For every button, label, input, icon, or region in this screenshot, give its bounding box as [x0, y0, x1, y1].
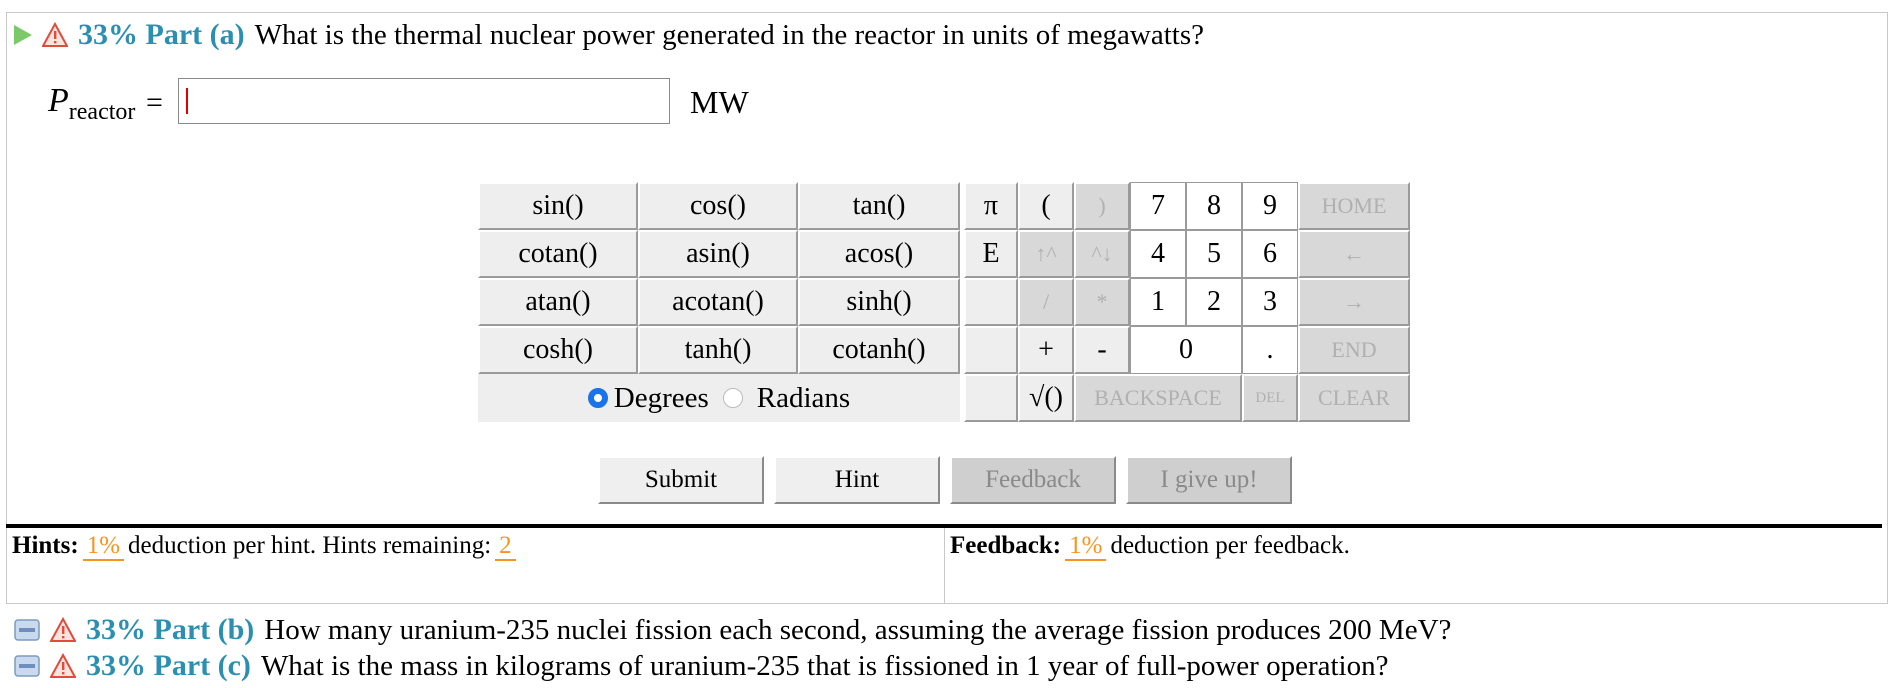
hints-info: Hints:1%deduction per hint. Hints remain…: [12, 532, 520, 561]
hint-deduction: 1%: [82, 532, 125, 561]
part-a-question: What is the thermal nuclear power genera…: [254, 18, 1204, 51]
key-4[interactable]: 4: [1130, 230, 1186, 278]
give-up-button[interactable]: I give up!: [1126, 456, 1292, 504]
key-up-arrow[interactable]: ↑^: [1018, 230, 1074, 278]
equals-sign: =: [146, 86, 163, 119]
key-blank-1: [964, 278, 1018, 326]
feedback-button[interactable]: Feedback: [950, 456, 1116, 504]
hints-remaining: 2: [495, 532, 516, 561]
key-minus[interactable]: -: [1074, 326, 1130, 374]
key-e[interactable]: E: [964, 230, 1018, 278]
answer-input[interactable]: [178, 78, 670, 124]
part-a-panel: [6, 12, 1888, 604]
feedback-info: Feedback:1%deduction per feedback.: [950, 532, 1350, 561]
key-cotanh[interactable]: cotanh(): [798, 326, 960, 374]
key-plus[interactable]: +: [1018, 326, 1074, 374]
collapsed-part-icon[interactable]: [14, 617, 40, 643]
part-b-question: How many uranium-235 nuclei fission each…: [264, 613, 1452, 646]
key-0[interactable]: 0: [1130, 326, 1242, 374]
degrees-radio[interactable]: [587, 388, 608, 408]
play-icon[interactable]: [14, 25, 32, 45]
key-sinh[interactable]: sinh(): [798, 278, 960, 326]
warning-icon: [42, 22, 68, 47]
key-down-arrow[interactable]: ^↓: [1074, 230, 1130, 278]
collapsed-part-icon[interactable]: [14, 653, 40, 679]
warning-icon: [50, 617, 76, 642]
key-8[interactable]: 8: [1186, 182, 1242, 230]
answer-unit: MW: [690, 84, 749, 120]
part-c-question: What is the mass in kilograms of uranium…: [260, 649, 1389, 682]
warning-icon: [50, 653, 76, 678]
key-cos[interactable]: cos(): [638, 182, 798, 230]
key-del[interactable]: DEL: [1242, 374, 1298, 422]
key-tanh[interactable]: tanh(): [638, 326, 798, 374]
key-cotan[interactable]: cotan(): [478, 230, 638, 278]
degrees-label: Degrees: [613, 381, 709, 414]
part-a-header[interactable]: 33% Part (a) What is the thermal nuclear…: [14, 18, 1204, 52]
part-a-percent: 33% Part (a): [78, 18, 245, 51]
key-left-arrow[interactable]: ←: [1298, 230, 1410, 278]
answer-symbol: Preactor: [48, 82, 136, 125]
key-multiply[interactable]: *: [1074, 278, 1130, 326]
key-atan[interactable]: atan(): [478, 278, 638, 326]
part-b-header[interactable]: 33% Part (b) How many uranium-235 nuclei…: [14, 613, 1451, 647]
key-acos[interactable]: acos(): [798, 230, 960, 278]
key-divide[interactable]: /: [1018, 278, 1074, 326]
key-9[interactable]: 9: [1242, 182, 1298, 230]
hint-feedback-divider: [944, 528, 945, 604]
key-end[interactable]: END: [1298, 326, 1410, 374]
key-asin[interactable]: asin(): [638, 230, 798, 278]
key-acotan[interactable]: acotan(): [638, 278, 798, 326]
part-b-percent: 33% Part (b): [86, 613, 255, 646]
key-tan[interactable]: tan(): [798, 182, 960, 230]
key-blank-3: [964, 374, 1018, 422]
key-sin[interactable]: sin(): [478, 182, 638, 230]
angle-mode-group: Degrees Radians: [478, 374, 960, 422]
key-1[interactable]: 1: [1130, 278, 1186, 326]
feedback-deduction: 1%: [1065, 532, 1107, 561]
key-3[interactable]: 3: [1242, 278, 1298, 326]
key-6[interactable]: 6: [1242, 230, 1298, 278]
key-clear[interactable]: CLEAR: [1298, 374, 1410, 422]
hint-feedback-bar: [6, 524, 1882, 604]
key-7[interactable]: 7: [1130, 182, 1186, 230]
key-2[interactable]: 2: [1186, 278, 1242, 326]
key-5[interactable]: 5: [1186, 230, 1242, 278]
key-decimal[interactable]: .: [1242, 326, 1298, 374]
submit-button[interactable]: Submit: [598, 456, 764, 504]
key-open-paren[interactable]: (: [1018, 182, 1074, 230]
key-cosh[interactable]: cosh(): [478, 326, 638, 374]
radians-label: Radians: [756, 381, 851, 414]
key-pi[interactable]: π: [964, 182, 1018, 230]
key-backspace[interactable]: BACKSPACE: [1074, 374, 1242, 422]
part-c-percent: 33% Part (c): [86, 649, 251, 682]
key-blank-2: [964, 326, 1018, 374]
key-sqrt[interactable]: √(): [1018, 374, 1074, 422]
text-caret: [186, 88, 188, 114]
key-home[interactable]: HOME: [1298, 182, 1410, 230]
radians-radio[interactable]: [722, 388, 743, 408]
key-right-arrow[interactable]: →: [1298, 278, 1410, 326]
key-close-paren[interactable]: ): [1074, 182, 1130, 230]
hint-button[interactable]: Hint: [774, 456, 940, 504]
part-c-header[interactable]: 33% Part (c) What is the mass in kilogra…: [14, 649, 1388, 683]
